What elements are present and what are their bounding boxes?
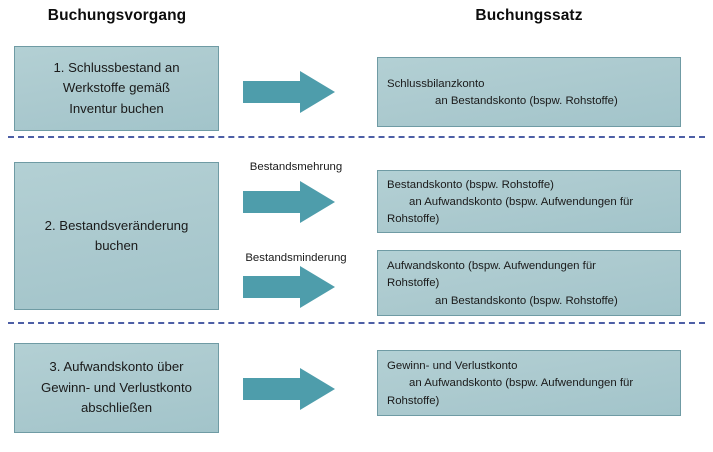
- entry-box-step-2-decrease: Aufwandskonto (bspw. Aufwendungen für Ro…: [377, 250, 681, 316]
- entry-box-step-1: Schlussbilanzkonto an Bestandskonto (bsp…: [377, 57, 681, 127]
- entry-box-step-2-increase: Bestandskonto (bspw. Rohstoffe) an Aufwa…: [377, 170, 681, 233]
- process-box-3-line-1: 3. Aufwandskonto über: [49, 359, 184, 375]
- entry-box-2-line-3: Rohstoffe): [387, 213, 440, 226]
- process-box-step-3: 3. Aufwandskonto über Gewinn- und Verlus…: [14, 343, 219, 433]
- process-box-step-2: 2. Bestandsveränderung buchen: [14, 162, 219, 310]
- arrow-label-bestandsminderung: Bestandsminderung: [245, 252, 347, 264]
- right-block-arrow-icon: [243, 71, 335, 113]
- entry-box-1-line-2: an Bestandskonto (bspw. Rohstoffe): [435, 95, 618, 107]
- entry-box-4-line-1: Gewinn- und Verlustkonto: [387, 360, 518, 373]
- section-divider-1: [8, 136, 705, 138]
- entry-box-4-line-3: Rohstoffe): [387, 394, 440, 407]
- entry-box-3-line-1: Aufwandskonto (bspw. Aufwendungen für: [387, 260, 596, 273]
- process-box-step-1: 1. Schlussbestand an Werkstoffe gemäß In…: [14, 46, 219, 131]
- process-box-2-line-1: 2. Bestandsveränderung: [44, 217, 189, 233]
- process-box-1-line-1: 1. Schlussbestand an: [53, 59, 180, 75]
- entry-box-4-line-2: an Aufwandskonto (bspw. Aufwendungen für: [409, 377, 634, 390]
- column-heading-entry: Buchungssatz: [475, 7, 583, 24]
- entry-box-2-line-2: an Aufwandskonto (bspw. Aufwendungen für: [409, 195, 634, 208]
- right-block-arrow-icon: [243, 266, 335, 308]
- arrow-label-bestandsmehrung: Bestandsmehrung: [249, 161, 343, 173]
- entry-box-step-3: Gewinn- und Verlustkonto an Aufwandskont…: [377, 350, 681, 416]
- process-box-3-line-2: Gewinn- und Verlustkonto: [40, 379, 192, 395]
- process-box-1-line-3: Inventur buchen: [69, 100, 164, 116]
- entry-box-2-line-1: Bestandskonto (bspw. Rohstoffe): [387, 178, 554, 191]
- entry-box-3-line-3: an Bestandskonto (bspw. Rohstoffe): [435, 294, 618, 307]
- process-box-3-line-3: abschließen: [80, 400, 153, 416]
- process-box-2-line-2: buchen: [94, 238, 139, 253]
- right-block-arrow-icon: [243, 368, 335, 410]
- right-block-arrow-icon: [243, 181, 335, 223]
- section-divider-2: [8, 322, 705, 324]
- column-heading-process: Buchungsvorgang: [47, 7, 187, 24]
- entry-box-1-line-1: Schlussbilanzkonto: [387, 77, 485, 90]
- process-box-1-line-2: Werkstoffe gemäß: [62, 80, 171, 96]
- entry-box-3-line-2: Rohstoffe): [387, 277, 440, 290]
